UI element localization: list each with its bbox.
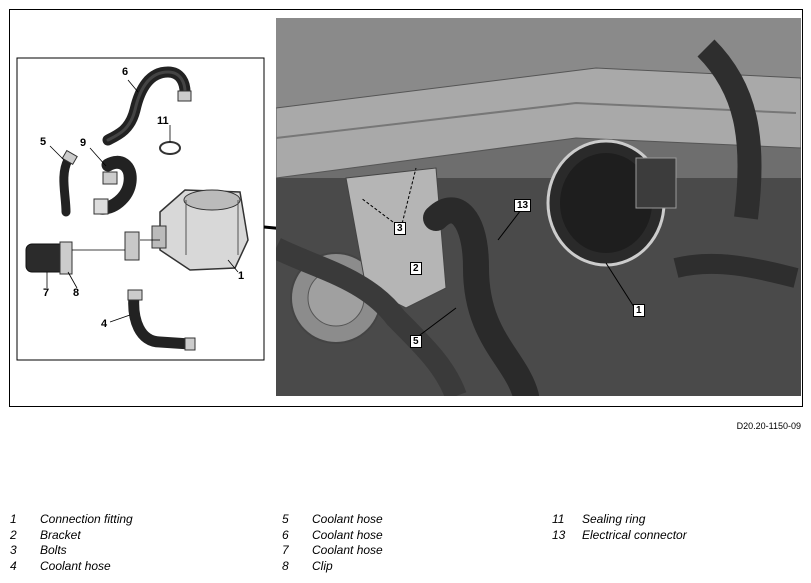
hose-9-clip [93, 198, 109, 215]
callout-5: 5 [40, 136, 47, 148]
coolant-hose-9 [93, 155, 137, 215]
photo-callout-2: 2 [410, 262, 422, 275]
callout-1: 1 [238, 270, 245, 282]
callout-7: 7 [43, 287, 50, 299]
callout-4: 4 [101, 318, 108, 330]
photo-coolant-hose-5 [423, 197, 539, 396]
photo-callout-3: 3 [394, 222, 406, 235]
callout-9: 9 [80, 137, 87, 149]
hose-6-clip [177, 90, 192, 102]
photo-callout-1: 1 [633, 304, 645, 317]
callout-8: 8 [73, 287, 80, 299]
coolant-hose-4 [128, 290, 196, 350]
engine-photo [276, 18, 801, 396]
coolant-hose-5 [59, 155, 73, 217]
photo-electrical-connector [635, 157, 677, 209]
callout-11: 11 [157, 115, 169, 127]
photo-callout-13: 13 [514, 199, 532, 212]
figure-code: D20.20-1150-09 [736, 421, 801, 431]
photo-callout-5: 5 [410, 335, 422, 348]
connection-fitting [159, 189, 249, 271]
clip-8 [59, 241, 73, 275]
callout-6: 6 [122, 66, 129, 78]
